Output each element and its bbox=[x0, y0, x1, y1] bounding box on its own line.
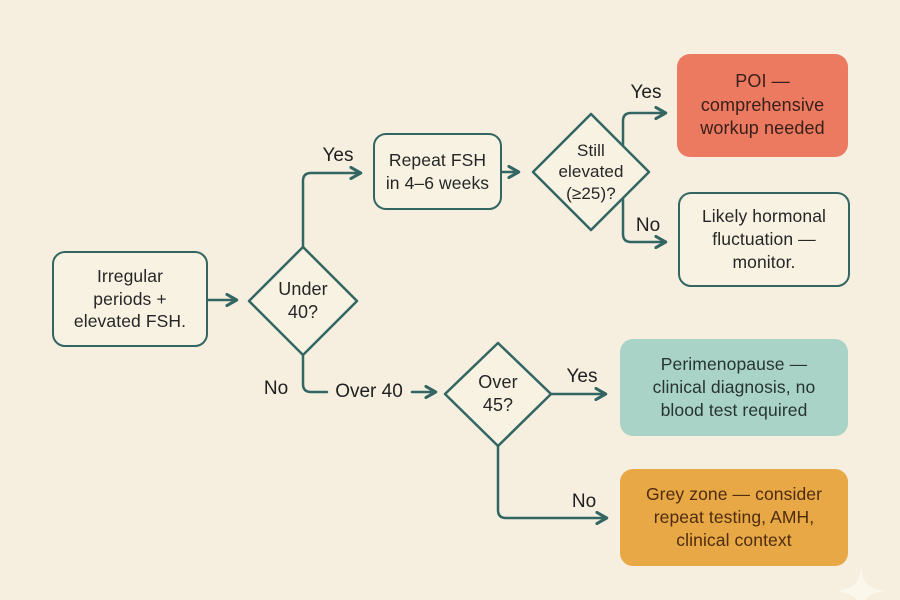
edge-label-under40-yes: Yes bbox=[322, 145, 354, 166]
edge-label-over-40: Over 40 bbox=[335, 381, 403, 402]
watermark-star bbox=[838, 566, 884, 600]
edge-label-over45-no: No bbox=[571, 491, 597, 512]
node-grey-zone-outcome: Grey zone — consider repeat testing, AMH… bbox=[620, 469, 848, 566]
edge-label-still-no: No bbox=[635, 215, 661, 236]
edge-still-yes bbox=[621, 113, 665, 149]
edge-label-still-yes: Yes bbox=[630, 82, 662, 103]
node-likely-fluctuation: Likely hormonal fluctuation — monitor. bbox=[678, 192, 850, 287]
edge-over45-no bbox=[496, 444, 606, 518]
decision-still-elevated-shape bbox=[531, 112, 651, 232]
node-start: Irregular periods + elevated FSH. bbox=[52, 251, 208, 347]
edge-under40-yes bbox=[301, 173, 360, 249]
node-repeat-fsh: Repeat FSH in 4–6 weeks bbox=[373, 133, 502, 210]
node-under40-decision: Under 40? bbox=[278, 278, 328, 322]
node-still-elevated-decision: Still elevated (≥25)? bbox=[558, 141, 624, 203]
decision-over45-shape bbox=[443, 341, 553, 448]
edge-label-over45-yes: Yes bbox=[566, 366, 598, 387]
node-poi-outcome: POI — comprehensive workup needed bbox=[677, 54, 848, 157]
decision-under40-shape bbox=[247, 245, 359, 357]
edge-label-under40-no: No bbox=[263, 378, 289, 399]
edge-still-no bbox=[621, 196, 665, 242]
node-over45-decision: Over 45? bbox=[478, 371, 518, 415]
edge-under40-no bbox=[301, 353, 329, 394]
node-perimenopause-outcome: Perimenopause — clinical diagnosis, no b… bbox=[620, 339, 848, 436]
